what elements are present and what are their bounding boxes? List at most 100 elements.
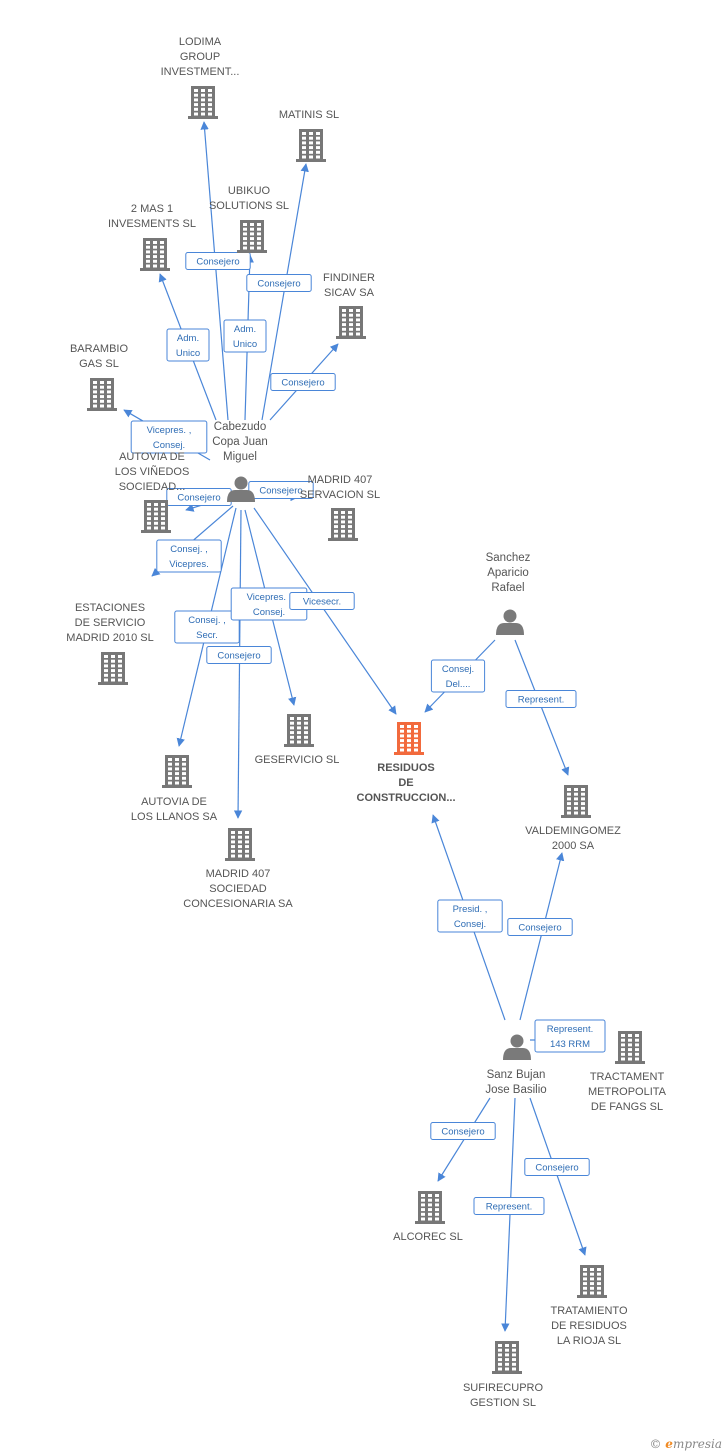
- building-icon[interactable]: [336, 306, 366, 339]
- edge-label-box[interactable]: [206, 646, 272, 664]
- node-matinis[interactable]: MATINIS SL: [279, 109, 339, 162]
- edge-label-box[interactable]: [473, 1197, 545, 1215]
- edge-label-sanz-to-valdemingomez[interactable]: Consejero: [507, 918, 573, 936]
- edge-label-box[interactable]: [534, 1019, 606, 1053]
- node-label: CONCESIONARIA SA: [183, 898, 293, 910]
- edge-label-text: Unico: [233, 339, 257, 350]
- edge-label-box[interactable]: [289, 592, 355, 610]
- edge-label-cabezudo-to-lodima[interactable]: Consejero: [185, 252, 251, 270]
- building-icon[interactable]: [188, 86, 218, 119]
- edge-label-box[interactable]: [156, 539, 222, 573]
- person-icon[interactable]: [227, 476, 255, 503]
- edge-label-box[interactable]: [505, 690, 577, 708]
- edge-label-box[interactable]: [223, 319, 267, 353]
- building-icon[interactable]: [577, 1265, 607, 1298]
- edge-label-cabezudo-to-madrid407c[interactable]: Consejero: [206, 646, 272, 664]
- node-label: Cabezudo: [214, 421, 266, 433]
- edge-label-cabezudo-to-residuos[interactable]: Vicesecr.: [289, 592, 355, 610]
- edge-label-sanz-to-tratamiento[interactable]: Consejero: [524, 1158, 590, 1176]
- edge-label-text: Consej.: [454, 919, 486, 930]
- edge-label-box[interactable]: [166, 328, 210, 362]
- node-geservicio[interactable]: GESERVICIO SL: [255, 714, 340, 766]
- edge-label-box[interactable]: [130, 420, 208, 454]
- edge-label-box[interactable]: [430, 1122, 496, 1140]
- building-icon[interactable]: [87, 378, 117, 411]
- node-alcorec[interactable]: ALCOREC SL: [393, 1191, 463, 1243]
- node-label: 2000 SA: [552, 840, 595, 852]
- brand-name: mpresia: [672, 1437, 722, 1451]
- edge-label-cabezudo-to-2mas1[interactable]: Adm.Unico: [166, 328, 210, 362]
- building-icon[interactable]: [492, 1341, 522, 1374]
- edge-label-box[interactable]: [185, 252, 251, 270]
- edge-label-cabezudo-to-barambio[interactable]: Vicepres. ,Consej.: [130, 420, 208, 454]
- building-icon[interactable]: [296, 129, 326, 162]
- node-lodima[interactable]: LODIMAGROUPINVESTMENT...: [161, 36, 240, 119]
- edge-label-box[interactable]: [507, 918, 573, 936]
- building-icon[interactable]: [328, 508, 358, 541]
- person-icon[interactable]: [496, 609, 524, 636]
- edge-label-sanchez-to-valdemingomez[interactable]: Represent.: [505, 690, 577, 708]
- edge-label-sanz-to-tractament[interactable]: Represent.143 RRM: [534, 1019, 606, 1053]
- building-icon[interactable]: [415, 1191, 445, 1224]
- edge-label-cabezudo-to-ubikuo[interactable]: Adm.Unico: [223, 319, 267, 353]
- edge-label-box[interactable]: [174, 610, 240, 644]
- edge-label-sanz-to-alcorec[interactable]: Consejero: [430, 1122, 496, 1140]
- edge-label-cabezudo-to-geservicio[interactable]: Vicepres. ,Consej.: [230, 587, 308, 621]
- building-icon[interactable]: [98, 652, 128, 685]
- building-icon[interactable]: [225, 828, 255, 861]
- edge-label-text: Consejero: [217, 651, 260, 662]
- building-icon[interactable]: [615, 1031, 645, 1064]
- edge-label-box[interactable]: [524, 1158, 590, 1176]
- building-icon[interactable]: [141, 500, 171, 533]
- edge-label-text: Consejero: [196, 257, 239, 268]
- edge-sanz-to-tratamiento: [529, 1097, 587, 1256]
- node-label: Aparicio: [487, 567, 529, 579]
- building-icon[interactable]: [162, 755, 192, 788]
- node-residuos[interactable]: RESIDUOSDECONSTRUCCION...: [357, 722, 456, 804]
- edge-label-box[interactable]: [248, 481, 314, 499]
- edge-label-cabezudo-to-autovia_llanos[interactable]: Consej. ,Secr.: [174, 610, 240, 644]
- edge-label-sanchez-to-residuos[interactable]: Consej. Del....: [430, 659, 486, 693]
- edge-label-cabezudo-to-findiner[interactable]: Consejero: [270, 373, 336, 391]
- edge-label-box[interactable]: [246, 274, 312, 292]
- edge-label-box[interactable]: [437, 899, 503, 933]
- edge-label-sanz-to-residuos[interactable]: Presid. ,Consej.: [437, 899, 503, 933]
- edge-label-text: Consej.: [442, 664, 474, 675]
- node-label: SUFIRECUPRO: [463, 1382, 544, 1394]
- edge-label-cabezudo-to-matinis[interactable]: Consejero: [246, 274, 312, 292]
- building-icon[interactable]: [237, 220, 267, 253]
- node-label: Sanchez: [486, 552, 531, 564]
- building-icon[interactable]: [284, 714, 314, 747]
- edge-label-text: Consej. ,: [170, 544, 208, 555]
- person-icon[interactable]: [503, 1034, 531, 1061]
- edge-labels-layer: ConsejeroConsejeroAdm.UnicoAdm.UnicoCons…: [130, 252, 606, 1215]
- edge-label-box[interactable]: [270, 373, 336, 391]
- main-company-building-icon[interactable]: [394, 722, 424, 755]
- building-icon[interactable]: [140, 238, 170, 271]
- node-label: MATINIS SL: [279, 109, 339, 121]
- edge-label-cabezudo-to-estaciones[interactable]: Consej. ,Vicepres.: [156, 539, 222, 573]
- edge-label-cabezudo-to-madrid407s[interactable]: Consejero: [248, 481, 314, 499]
- building-icon[interactable]: [561, 785, 591, 818]
- edge-label-box[interactable]: [430, 659, 486, 693]
- edge-label-text: Del....: [446, 679, 471, 690]
- edge-label-text: Represent.: [547, 1024, 593, 1035]
- node-label: 2 MAS 1: [131, 203, 173, 215]
- edge-label-sanz-to-sufirecupro[interactable]: Represent.: [473, 1197, 545, 1215]
